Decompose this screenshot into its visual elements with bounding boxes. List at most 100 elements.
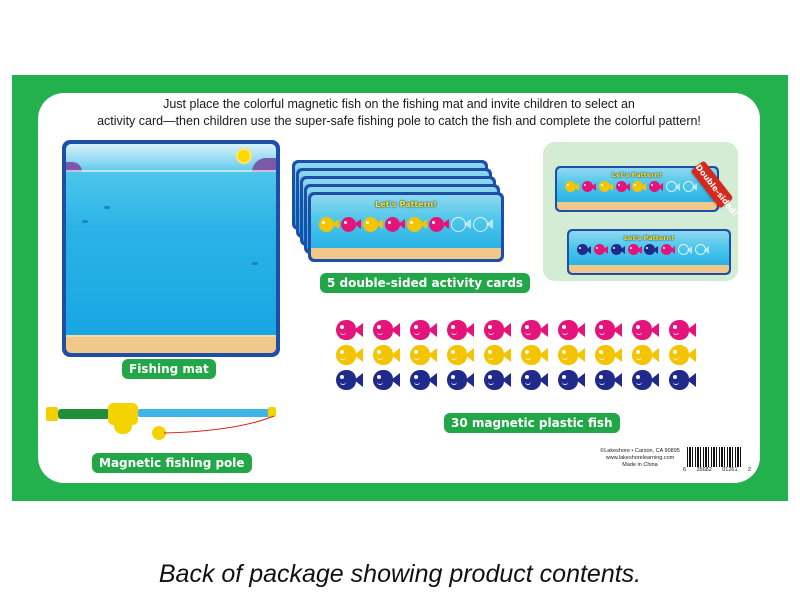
card-title: Let's Pattern! bbox=[611, 171, 663, 179]
magnetic-fish-grid bbox=[336, 320, 706, 390]
barcode: 6 35682 01261 2 bbox=[683, 447, 751, 475]
activity-card-back: Let's Pattern! bbox=[567, 229, 731, 275]
navy-fish-icon bbox=[610, 244, 625, 255]
yellow-fish-icon bbox=[407, 217, 427, 232]
card-pattern-row bbox=[319, 217, 493, 232]
navy-fish-icon bbox=[644, 244, 659, 255]
legal-line-3: Made in China bbox=[622, 462, 658, 468]
fishing-mat-image bbox=[62, 140, 280, 357]
pink-fish-icon bbox=[593, 244, 608, 255]
barcode-group-2: 01261 bbox=[722, 467, 738, 473]
pole-line bbox=[163, 415, 275, 434]
pink-fish-icon bbox=[373, 320, 400, 340]
yellow-fish-icon bbox=[336, 345, 363, 365]
fishing-pole-image bbox=[44, 400, 280, 450]
barcode-check: 2 bbox=[747, 467, 751, 473]
card-pattern-row bbox=[577, 244, 709, 255]
pink-fish-icon bbox=[615, 181, 630, 192]
pink-fish-icon bbox=[632, 320, 659, 340]
navy-fish-icon bbox=[521, 370, 548, 390]
yellow-fish-icon bbox=[521, 345, 548, 365]
pole-butt bbox=[46, 407, 58, 421]
navy-fish-icon bbox=[336, 370, 363, 390]
intro-text: Just place the colorful magnetic fish on… bbox=[40, 96, 758, 130]
navy-fish-icon bbox=[410, 370, 437, 390]
sun-icon bbox=[238, 150, 250, 162]
yellow-fish-icon bbox=[447, 345, 474, 365]
pole-reel bbox=[108, 403, 138, 425]
small-fish-icon bbox=[82, 220, 88, 223]
pink-fish-icon bbox=[341, 217, 361, 232]
sand-floor bbox=[66, 335, 276, 353]
yellow-fish-icon bbox=[319, 217, 339, 232]
yellow-fish-icon bbox=[565, 181, 579, 192]
empty-fish-slot bbox=[451, 217, 471, 232]
navy-fish-icon bbox=[373, 370, 400, 390]
legal-text: ©Lakeshore • Carson, CA 90895 www.lakesh… bbox=[590, 448, 690, 469]
barcode-group-1: 35682 bbox=[696, 467, 712, 473]
navy-fish-icon bbox=[558, 370, 585, 390]
yellow-fish-icon bbox=[669, 345, 696, 365]
pink-fish-icon bbox=[447, 320, 474, 340]
empty-fish-slot bbox=[678, 244, 693, 255]
intro-line-1: Just place the colorful magnetic fish on… bbox=[163, 97, 635, 111]
yellow-fish-icon bbox=[598, 181, 613, 192]
pink-fish-icon bbox=[484, 320, 511, 340]
barcode-bars bbox=[687, 447, 743, 467]
empty-fish-slot bbox=[682, 181, 697, 192]
magnetic-fish-label: 30 magnetic plastic fish bbox=[444, 413, 620, 433]
yellow-fish-icon bbox=[410, 345, 437, 365]
activity-card: Let's Pattern! bbox=[308, 192, 504, 262]
pink-fish-icon bbox=[627, 244, 642, 255]
pole-grip bbox=[58, 409, 110, 419]
pink-fish-icon bbox=[385, 217, 405, 232]
small-fish-icon bbox=[104, 206, 110, 209]
pink-fish-icon bbox=[410, 320, 437, 340]
barcode-lead: 6 bbox=[683, 467, 687, 473]
navy-fish-icon bbox=[577, 244, 591, 255]
hill-right bbox=[252, 158, 276, 172]
pink-fish-icon bbox=[429, 217, 449, 232]
navy-fish-icon bbox=[632, 370, 659, 390]
navy-fish-icon bbox=[595, 370, 622, 390]
fishing-mat-label: Fishing mat bbox=[122, 359, 216, 379]
empty-fish-slot bbox=[473, 217, 493, 232]
image-caption: Back of package showing product contents… bbox=[158, 560, 642, 588]
pink-fish-icon bbox=[669, 320, 696, 340]
navy-fish-icon bbox=[484, 370, 511, 390]
horizon-line bbox=[66, 170, 276, 172]
fishing-pole-label: Magnetic fishing pole bbox=[92, 453, 252, 473]
pink-fish-icon bbox=[595, 320, 622, 340]
pink-fish-icon bbox=[581, 181, 596, 192]
yellow-fish-icon bbox=[595, 345, 622, 365]
pink-fish-icon bbox=[521, 320, 548, 340]
intro-line-2: activity card—then children use the supe… bbox=[97, 114, 701, 128]
hill-left bbox=[66, 162, 82, 172]
yellow-fish-icon bbox=[632, 181, 647, 192]
empty-fish-slot bbox=[694, 244, 709, 255]
pink-fish-icon bbox=[336, 320, 363, 340]
legal-line-1: ©Lakeshore • Carson, CA 90895 bbox=[600, 448, 680, 454]
pink-fish-icon bbox=[558, 320, 585, 340]
yellow-fish-icon bbox=[484, 345, 511, 365]
small-fish-icon bbox=[252, 262, 258, 265]
activity-card-front: Let's Pattern! bbox=[555, 166, 719, 212]
legal-line-2: www.lakeshorelearning.com bbox=[605, 455, 675, 461]
activity-cards-label: 5 double-sided activity cards bbox=[320, 273, 531, 293]
pink-fish-icon bbox=[661, 244, 676, 255]
pole-tip bbox=[268, 407, 276, 417]
card-title: Let's Pattern! bbox=[375, 200, 437, 209]
pole-reel-knob bbox=[114, 422, 132, 434]
empty-fish-slot bbox=[666, 181, 681, 192]
yellow-fish-icon bbox=[373, 345, 400, 365]
pink-fish-icon bbox=[649, 181, 664, 192]
card-pattern-row bbox=[565, 181, 697, 192]
navy-fish-icon bbox=[447, 370, 474, 390]
pole-shaft bbox=[138, 409, 270, 417]
yellow-fish-icon bbox=[363, 217, 383, 232]
navy-fish-icon bbox=[669, 370, 696, 390]
yellow-fish-icon bbox=[558, 345, 585, 365]
pole-magnet bbox=[152, 426, 166, 440]
card-title: Let's Pattern! bbox=[623, 234, 675, 242]
yellow-fish-icon bbox=[632, 345, 659, 365]
